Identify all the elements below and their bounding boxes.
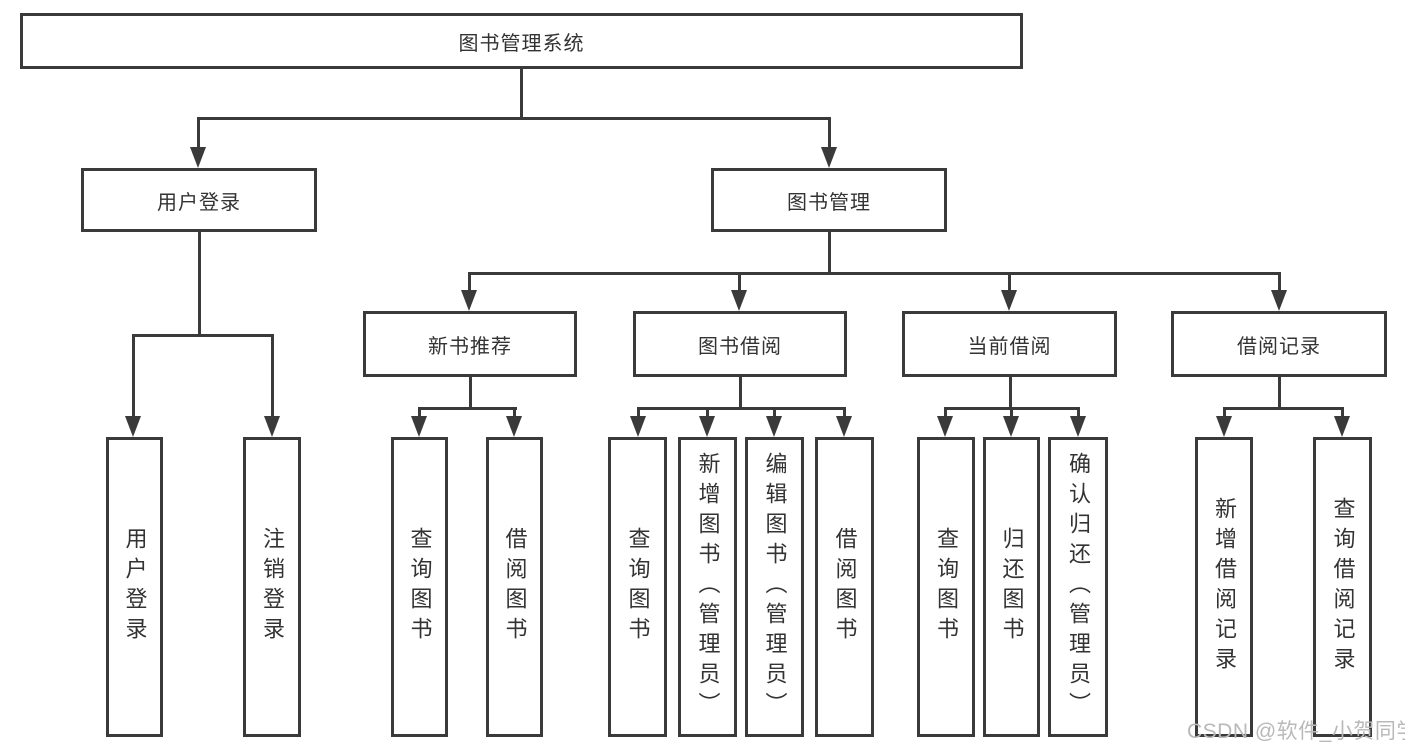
- node-library-system: 图书管理系统: [20, 13, 1023, 69]
- edge-to-current-borrow: [1008, 272, 1011, 291]
- edge-to-user-login-leaf: [132, 334, 135, 417]
- leaf-logout: 注销登录: [243, 437, 301, 737]
- node-label: 借阅记录: [1237, 335, 1321, 358]
- leaf-borrow-borrow-books: 借阅图书: [815, 437, 874, 737]
- leaf-label: 编辑图书（管理员）: [762, 452, 788, 722]
- arrowhead-icon: [1271, 290, 1287, 311]
- edge-book-manage-trunk: [828, 232, 831, 274]
- edge-records-bus: [1223, 407, 1344, 410]
- edge-root-bus: [197, 117, 831, 120]
- edge-to-book-borrow: [738, 272, 741, 291]
- arrowhead-icon: [506, 416, 522, 437]
- csdn-watermark: CSDN @软件_小贺同学: [1187, 720, 1405, 743]
- arrowhead-icon: [766, 416, 782, 437]
- edge-recommend-trunk: [469, 377, 472, 410]
- arrowhead-icon: [125, 416, 141, 437]
- edge-to-bor-edit: [773, 407, 776, 417]
- edge-user-login-bus: [132, 334, 274, 337]
- arrowhead-icon: [1334, 416, 1350, 437]
- node-borrow-records: 借阅记录: [1171, 311, 1387, 377]
- leaf-label: 查询图书: [934, 527, 959, 647]
- node-label: 图书管理系统: [458, 32, 585, 55]
- arrowhead-icon: [1001, 290, 1017, 311]
- edge-to-cur-confirm: [1077, 407, 1080, 417]
- arrowhead-icon: [630, 416, 646, 437]
- edge-to-rec-query: [418, 407, 421, 417]
- edge-to-bor-borrow: [843, 407, 846, 417]
- edge-to-cur-return: [1010, 407, 1013, 417]
- leaf-label: 新增借阅记录: [1212, 497, 1237, 677]
- arrowhead-icon: [1003, 416, 1019, 437]
- arrowhead-icon: [937, 416, 953, 437]
- edge-borrow-trunk: [739, 377, 742, 410]
- arrowhead-icon: [190, 147, 206, 168]
- leaf-label: 注销登录: [260, 527, 285, 647]
- edge-to-logout: [271, 334, 274, 417]
- edge-borrow-bus: [637, 407, 845, 410]
- node-current-borrow: 当前借阅: [902, 311, 1117, 377]
- leaf-borrow-query-books: 查询图书: [608, 437, 667, 737]
- node-label: 用户登录: [157, 191, 241, 214]
- node-user-login: 用户登录: [81, 168, 317, 232]
- edge-to-new-book-recommend: [468, 272, 471, 291]
- arrowhead-icon: [264, 416, 280, 437]
- arrowhead-icon: [1070, 416, 1086, 437]
- leaf-label: 确认归还（管理员）: [1066, 452, 1091, 722]
- edge-user-login-trunk: [198, 232, 201, 336]
- node-new-book-recommend: 新书推荐: [363, 311, 577, 377]
- arrowhead-icon: [731, 290, 747, 311]
- arrowhead-icon: [699, 416, 715, 437]
- node-label: 图书借阅: [698, 335, 782, 358]
- leaf-current-query-books: 查询图书: [917, 437, 975, 737]
- edge-to-cur-query: [944, 407, 947, 417]
- arrowhead-icon: [1216, 416, 1232, 437]
- leaf-recommend-query-books: 查询图书: [391, 437, 448, 737]
- leaf-label: 新增图书（管理员）: [695, 452, 721, 722]
- edge-to-user-login: [197, 117, 200, 149]
- edge-records-trunk: [1278, 377, 1281, 410]
- leaf-label: 借阅图书: [502, 527, 528, 647]
- edge-to-rcd-query: [1341, 407, 1344, 417]
- edge-root-trunk: [520, 68, 523, 120]
- edge-to-book-manage: [828, 117, 831, 149]
- edge-to-borrow-records: [1278, 272, 1281, 291]
- leaf-label: 查询图书: [407, 527, 433, 647]
- edge-recommend-bus: [418, 407, 517, 410]
- leaf-user-login: 用户登录: [106, 437, 163, 737]
- leaf-label: 用户登录: [122, 527, 148, 647]
- edge-to-rcd-add: [1223, 407, 1226, 417]
- node-book-borrow: 图书借阅: [633, 311, 847, 377]
- leaf-borrow-add-books: 新增图书（管理员）: [678, 437, 737, 737]
- leaf-recommend-borrow-books: 借阅图书: [486, 437, 543, 737]
- edge-book-manage-bus: [468, 272, 1281, 275]
- arrowhead-icon: [461, 290, 477, 311]
- node-book-manage: 图书管理: [711, 168, 947, 232]
- leaf-current-confirm-return: 确认归还（管理员）: [1048, 437, 1108, 737]
- leaf-label: 查询借阅记录: [1330, 497, 1356, 677]
- arrowhead-icon: [836, 416, 852, 437]
- leaf-label: 借阅图书: [832, 527, 858, 647]
- leaf-records-query-record: 查询借阅记录: [1313, 437, 1372, 737]
- edge-to-bor-add: [706, 407, 709, 417]
- edge-current-trunk: [1009, 377, 1012, 410]
- leaf-label: 查询图书: [625, 527, 651, 647]
- leaf-current-return-books: 归还图书: [983, 437, 1040, 737]
- arrowhead-icon: [411, 416, 427, 437]
- arrowhead-icon: [821, 147, 837, 168]
- leaf-label: 归还图书: [999, 527, 1025, 647]
- node-label: 新书推荐: [428, 335, 512, 358]
- edge-to-rec-borrow: [513, 407, 516, 417]
- node-label: 图书管理: [787, 191, 871, 214]
- leaf-records-add-record: 新增借阅记录: [1195, 437, 1253, 737]
- leaf-borrow-edit-books: 编辑图书（管理员）: [745, 437, 804, 737]
- node-label: 当前借阅: [967, 335, 1052, 358]
- edge-to-bor-query: [637, 407, 640, 417]
